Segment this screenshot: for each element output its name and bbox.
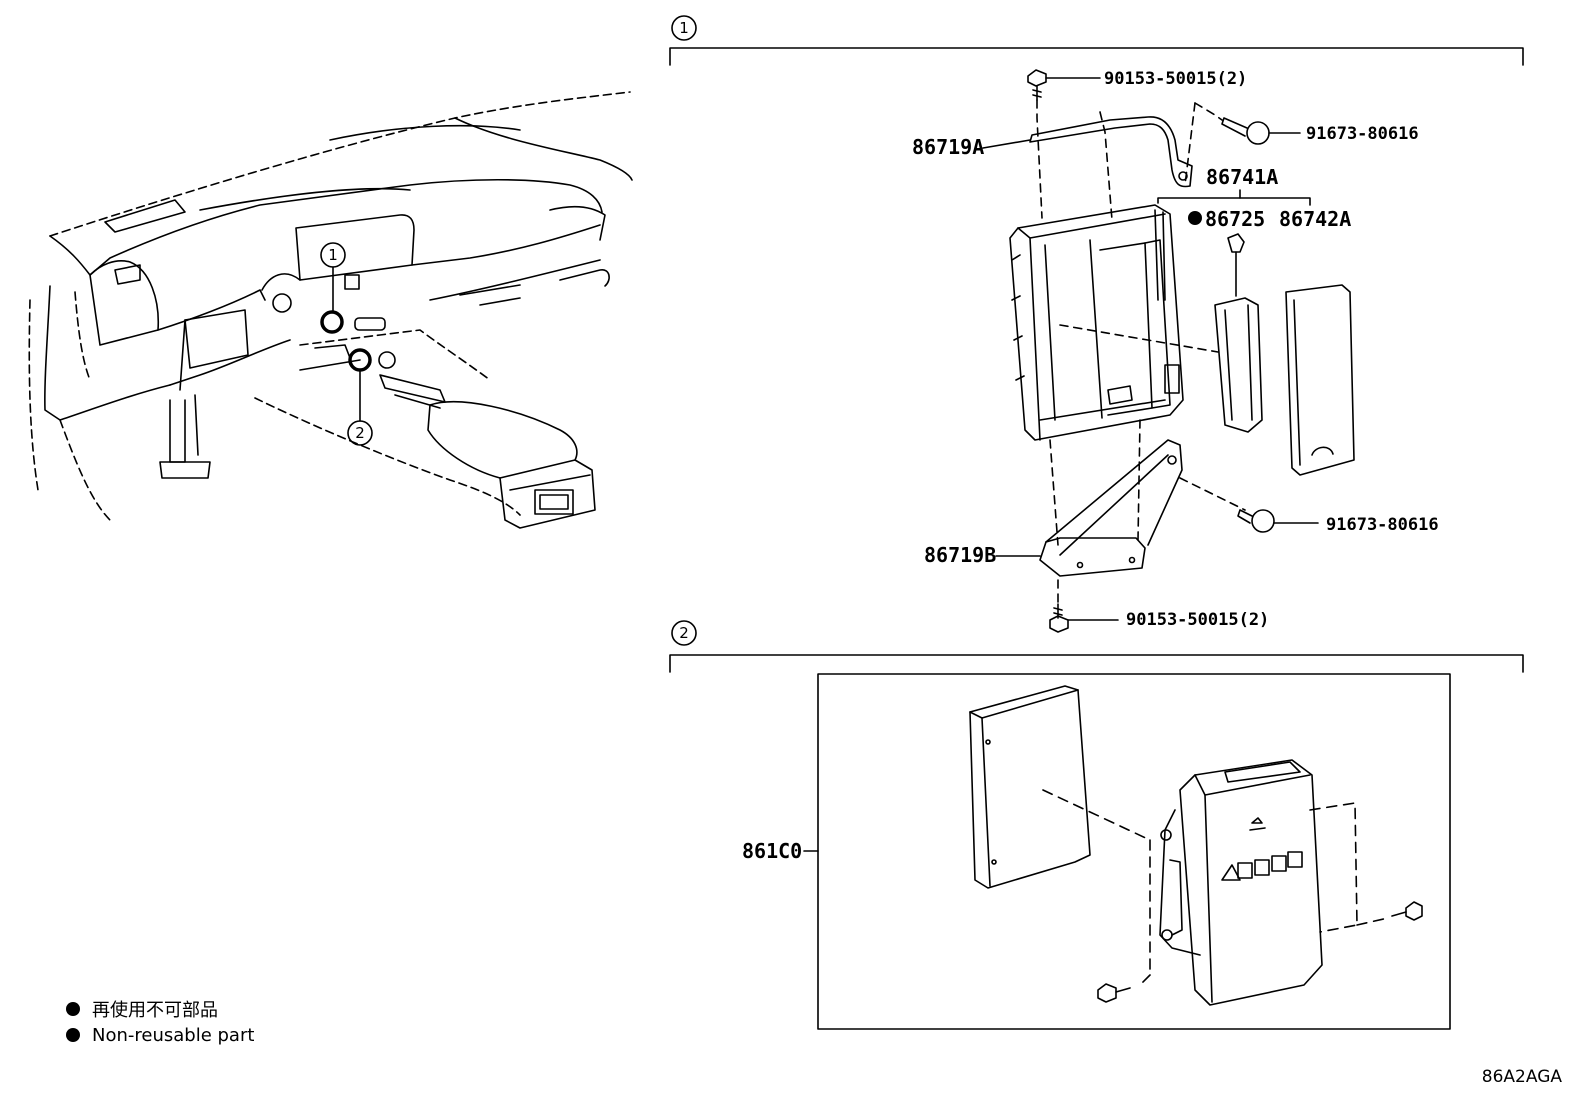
screw-icon (1237, 509, 1275, 533)
non-reusable-dot-icon (66, 1028, 80, 1042)
part-label-bolt-bottom: 90153-50015(2) (1126, 610, 1269, 630)
control-unit (1009, 204, 1184, 441)
non-reusable-dot (1188, 211, 1202, 225)
callout-1: 1 (328, 246, 338, 264)
callout-2: 2 (355, 424, 365, 442)
part-label-unit-group: 86741A (1206, 165, 1278, 189)
section2-header (669, 620, 1524, 1030)
bolt-icon (1027, 69, 1047, 101)
module-lid (969, 685, 1091, 889)
bolt-icon (1391, 901, 1423, 921)
part-label-screw-top: 91673-80616 (1306, 124, 1419, 144)
section2-number: 2 (679, 624, 689, 642)
diagram-reference-code: 86A2AGA (1481, 1067, 1562, 1087)
dashboard-overview (28, 91, 633, 529)
bracket-a (1029, 116, 1193, 188)
labels: 1 2 1 2 90153-50015(2) 86719A 91673-8061… (328, 19, 1438, 863)
part-label-bracket-a: 86719A (912, 135, 984, 159)
part-label-screw-bottom: 91673-80616 (1326, 515, 1439, 535)
part-label-bolt-top: 90153-50015(2) (1104, 69, 1247, 89)
legend-row-jp: 再使用不可部品 (66, 996, 254, 1022)
legend-text-en: Non-reusable part (92, 1024, 255, 1046)
section1-header (669, 15, 1524, 66)
non-reusable-dot-icon (66, 1002, 80, 1016)
part-label-module: 861C0 (742, 839, 802, 863)
bracket-b (1039, 439, 1183, 577)
battery-part (1214, 233, 1263, 433)
bolt-icon (1097, 983, 1131, 1003)
screw-icon (1221, 117, 1270, 145)
legend: 再使用不可部品 Non-reusable part (66, 996, 254, 1048)
module-body (1159, 759, 1323, 1006)
part-label-cover: 86742A (1279, 207, 1351, 231)
legend-row-en: Non-reusable part (66, 1022, 254, 1048)
bolt-icon (1049, 603, 1069, 633)
part-label-bracket-b: 86719B (924, 543, 996, 567)
part-label-non-reusable: 86725 (1205, 207, 1265, 231)
section2-module-view (803, 685, 1423, 1006)
section1-number: 1 (679, 19, 689, 37)
legend-text-jp: 再使用不可部品 (92, 1000, 218, 1021)
section1-exploded-view (982, 69, 1355, 633)
cover-part (1285, 284, 1355, 476)
